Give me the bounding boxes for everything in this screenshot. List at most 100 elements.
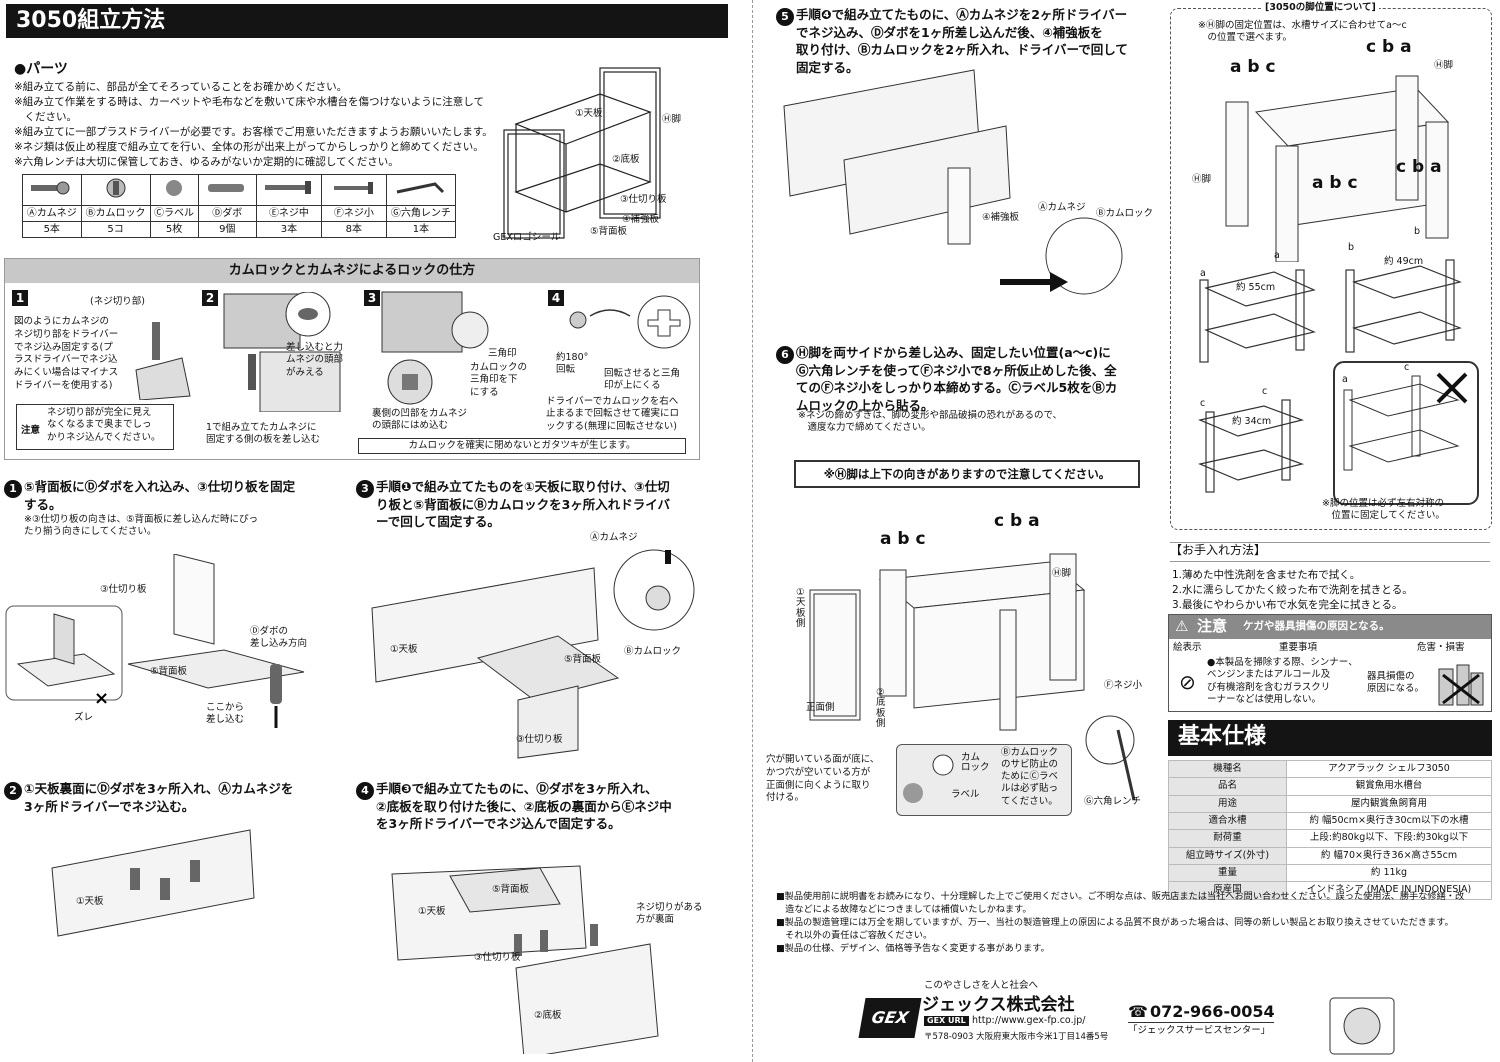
step-6-illustration <box>809 553 1136 800</box>
spec-value: インドネシア (MADE IN INDONESIA) <box>1286 881 1492 900</box>
step-2-number: 2 <box>4 782 22 800</box>
leg-warning: ※Ⓗ脚は上下の向きがありますので注意してください。 <box>794 460 1140 488</box>
label-note-part: ラベル <box>951 789 980 800</box>
step-6-label: Ⓕネジ小 <box>1104 680 1143 691</box>
leg-position-letters: a b c <box>880 529 926 549</box>
part-name: Ⓐカムネジ <box>22 205 82 222</box>
camlock-step-number: 2 <box>202 290 218 306</box>
service-center: 「ジェックスサービスセンター」 <box>1128 1022 1274 1037</box>
company-tagline: このやさしさを人と社会へ <box>924 980 1039 991</box>
camlock-step-number: 3 <box>364 290 380 306</box>
caution-damage: 器具損傷の 原因になる。 <box>1367 671 1425 695</box>
step-3-label: ①天板 <box>390 644 418 655</box>
size-label: 約 55cm <box>1236 282 1276 293</box>
shelf-label: GEXロゴシール <box>493 232 561 243</box>
shelf-label: ②底板 <box>612 154 640 165</box>
company-address: 〒578-0903 大阪府東大阪市今米1丁目14番5号 <box>924 1032 1109 1042</box>
leg-position-letters: a b c <box>1312 173 1358 193</box>
camlock-section <box>4 258 700 460</box>
parts-heading: ●パーツ <box>14 61 68 77</box>
part-icon-a <box>22 174 82 206</box>
step-1-number: 1 <box>4 480 22 498</box>
spec-key: 適合水槽 <box>1168 812 1287 831</box>
camlock-step4-illustration <box>569 295 691 349</box>
step-2-title: ①天板裏面にⒹダボを3ヶ所入れ、Ⓐカムネジを 3ヶ所ドライバーでネジ込む。 <box>24 781 294 814</box>
company-url[interactable]: http://www.gex-fp.co.jp/ <box>972 1015 1086 1026</box>
footer-notes: ■製品使用前に説明書をお読みになり、十分理解した上でご使用ください。ご不明な点は… <box>776 890 1498 955</box>
gex-logo: GEX <box>858 998 922 1038</box>
caution-col: 重要事項 <box>1279 642 1318 653</box>
shelf-illustration <box>503 67 661 239</box>
leg-position-label: Ⓗ脚 <box>1192 174 1212 185</box>
step-3-label: Ⓑカムロック <box>624 646 682 657</box>
spec-key: 重量 <box>1168 864 1287 883</box>
leg-position-letters: c b a <box>994 511 1040 531</box>
step-1-label: ここから 差し込む <box>206 702 245 726</box>
size-letter: b <box>1348 242 1355 253</box>
step-6-label: ②底板側 <box>876 687 886 730</box>
page-divider <box>752 0 753 1062</box>
part-name: Ⓖ六角レンチ <box>385 205 457 222</box>
camlock-step1-illustration <box>135 322 191 400</box>
shelf-label: ⑤背面板 <box>590 226 628 237</box>
svg-text:×: × <box>94 688 109 709</box>
url-tag: GEX URL <box>924 1016 969 1027</box>
step-3-label: ⑤背面板 <box>564 654 602 665</box>
camlock-heading: カムロックとカムネジによるロックの仕方 <box>5 259 699 283</box>
camlock-text: 裏側の凹部をカムネジ の頭部にはめ込む <box>372 408 468 432</box>
caution-subtitle: ケガや器具損傷の原因となる。 <box>1243 620 1390 632</box>
camlock-text: 図のようにカムネジの ネジ切り部をドライバー でネジ込み固定する(プ ラスドライ… <box>14 316 119 392</box>
step-6-number: 6 <box>776 346 794 364</box>
spec-table: 機種名アクアラック シェルフ3050 品名観賞魚用水槽台 用途屋内観賞魚飼育用 … <box>1168 759 1492 900</box>
size-label: 約 49cm <box>1384 256 1424 267</box>
caution-col: 危害・損害 <box>1417 642 1465 653</box>
shelf-label: Ⓗ脚 <box>662 114 682 125</box>
step-5-label: Ⓑカムロック <box>1096 208 1154 219</box>
step-4-label: ネジ切りがある 方が裏面 <box>636 902 703 926</box>
caution-header: ⚠ 注意 ケガや器具損傷の原因となる。 <box>1169 615 1491 639</box>
part-name: Ⓕネジ小 <box>320 205 387 222</box>
label-note-box: カム ロック ラベル Ⓑカムロック のサビ防止の ためにⒸラベ ルは必ず貼っ て… <box>896 744 1072 816</box>
size-letter: a <box>1200 268 1206 279</box>
care-item: 3.最後にやわらかい布で水気を完全に拭きとる。 <box>1172 598 1403 611</box>
part-qty: 5枚 <box>149 221 199 238</box>
footer-note: ■製品の製造管理には万全を期していますが、万一、当社の製造管理上の原因による品質… <box>776 917 1454 929</box>
spec-value: 屋内観賞魚飼育用 <box>1286 794 1492 814</box>
step-4-label: ②底板 <box>534 1010 562 1021</box>
part-icon-d <box>197 174 257 206</box>
part-qty: 9個 <box>197 221 257 238</box>
part-qty: 5本 <box>22 221 82 238</box>
part-qty: 1本 <box>385 221 457 238</box>
part-name: Ⓒラベル <box>149 205 199 222</box>
parts-notes: ※組み立てる前に、部品が全てそろっていることをお確かめください。 ※組み立て作業… <box>14 81 493 168</box>
step-1-note: ※③仕切り板の向きは、⑤背面板に差し込んだ時にぴっ たり揃う向きにしてください。 <box>24 514 258 538</box>
care-item: 1.薄めた中性洗剤を含ませた布で拭く。 <box>1172 569 1361 581</box>
step-5-label: Ⓐカムネジ <box>1038 202 1086 213</box>
step-1-illustration: × <box>5 554 305 728</box>
care-heading: 【お手入れ方法】 <box>1170 542 1490 562</box>
camlock-caution-box: 注意 ネジ切り部が完全に見え なくなるまで奥までしっ かりネジ込んでください。 <box>16 404 174 450</box>
footer-note: 造などによる故障などにつきましては補償いたしかねます。 <box>776 904 1032 916</box>
part-icon-f <box>320 174 387 206</box>
step-1-label: Ⓓダボの 差し込み方向 <box>250 626 308 650</box>
leg-position-note: ※Ⓗ脚の固定位置は、水槽サイズに合わせてa〜c の位置で選べます。 <box>1198 20 1407 44</box>
part-qty: 3本 <box>256 221 322 238</box>
spec-key: 用途 <box>1168 794 1287 814</box>
step-6-title: Ⓗ脚を両サイドから差し込み、固定したい位置(a〜c)に Ⓖ六角レンチを使ってⒻネ… <box>796 345 1118 413</box>
spec-key: 耐荷重 <box>1168 829 1287 848</box>
camlock-text: ドライバーでカムロックを右へ 止まるまで回転させて確実にロ ックする(無理に回転… <box>546 396 680 432</box>
label-note-text: Ⓑカムロック のサビ防止の ためにⒸラベ ルは必ず貼っ てください。 <box>1001 747 1059 807</box>
size-letter: b <box>1414 226 1421 237</box>
step-4-label: ③仕切り板 <box>474 952 521 963</box>
solvent-bottles-icon <box>1438 664 1484 706</box>
caution-col: 絵表示 <box>1173 642 1202 653</box>
step-4-illustration <box>391 865 659 1054</box>
step-3-label: ③仕切り板 <box>516 734 563 745</box>
step-5-number: 5 <box>776 8 794 26</box>
size-letter: a <box>1274 250 1280 261</box>
step-3-title: 手順❶で組み立てたものを①天板に取り付け、③仕切 り板と⑤背面板にⒷカムロックを… <box>376 479 671 529</box>
step-5-title: 手順❹で組み立てたものに、Ⓐカムネジを2ヶ所ドライバー でネジ込み、Ⓓダボを1ヶ… <box>796 7 1128 75</box>
size-letter: c <box>1262 386 1268 397</box>
recycle-mark-icon <box>1329 997 1465 1055</box>
camlock-label: (ネジ切り部) <box>90 296 145 307</box>
